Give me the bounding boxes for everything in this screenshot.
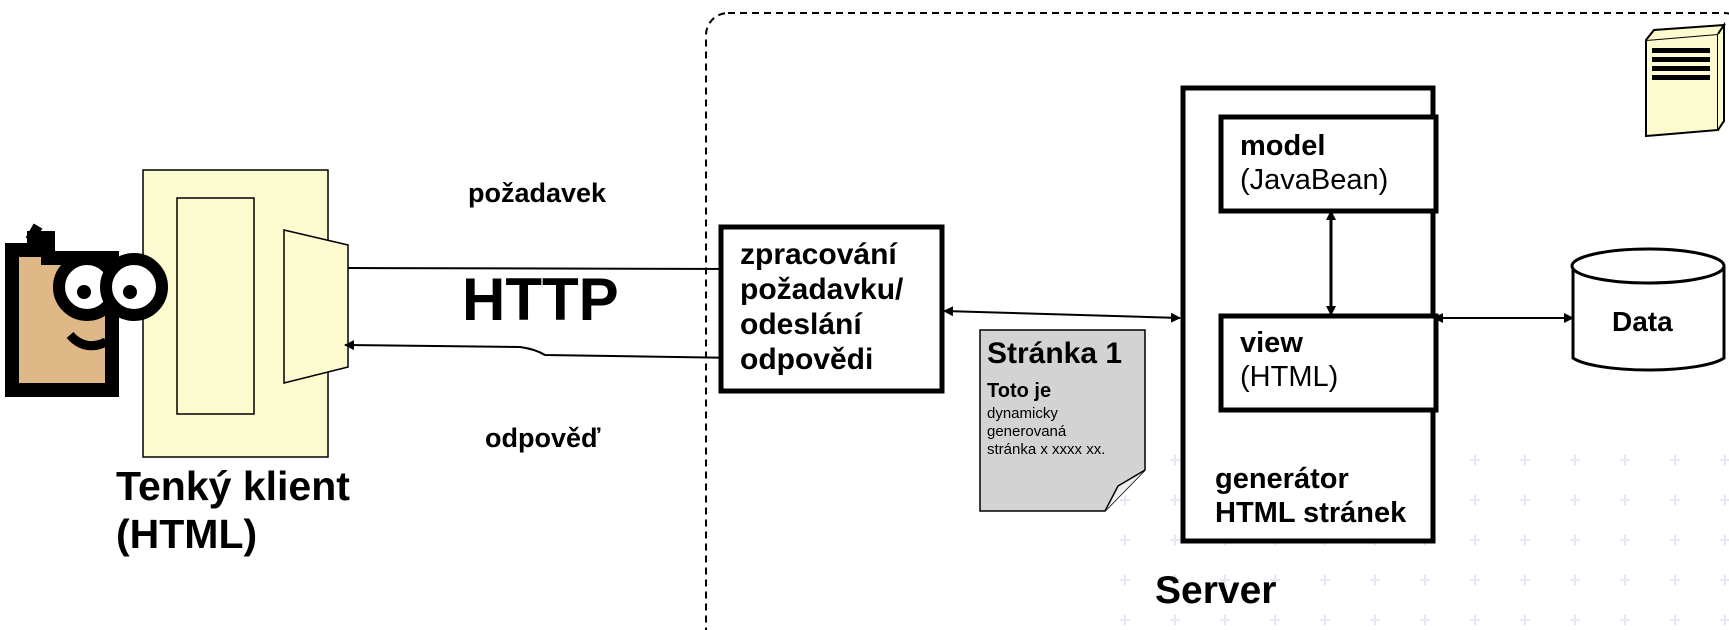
page-doc-line3: stránka x xxxx xx. [987, 441, 1106, 458]
page-document-icon [979, 329, 1146, 512]
generator-line1: generátor [1215, 463, 1349, 495]
controller-line1: zpracování [740, 238, 897, 271]
controller-generator-arrow [943, 306, 1181, 323]
controller-label: zpracování požadavku/ odeslání odpovědi [740, 237, 903, 377]
client-browser-icon [142, 169, 349, 458]
model-label: model (JavaBean) [1240, 129, 1388, 197]
database-label: Data [1612, 306, 1673, 337]
controller-line2: požadavku/ [740, 273, 904, 306]
generator-label: generátor HTML stránek [1215, 462, 1406, 530]
generator-line2: HTML stránek [1215, 497, 1407, 529]
page-doc-title: Stránka 1 [987, 337, 1123, 370]
view-subtitle: (HTML) [1240, 361, 1339, 393]
page-doc-body: dynamicky generovaná stránka x xxxx xx. [987, 405, 1105, 459]
response-arrow [344, 340, 742, 359]
client-label-line1: Tenký klient [116, 463, 350, 509]
database-cylinder [1570, 247, 1726, 372]
page-doc-line1: dynamicky [987, 405, 1058, 422]
page-doc-line2: generovaná [987, 423, 1067, 440]
controller-box [718, 224, 945, 394]
view-label: view (HTML) [1240, 326, 1338, 394]
request-arrow [347, 263, 742, 274]
server-icon [1645, 21, 1726, 138]
model-title: model [1240, 130, 1326, 162]
response-label: odpověď [485, 423, 601, 453]
server-label: Server [1155, 569, 1277, 612]
request-label: požadavek [468, 178, 607, 208]
page-doc-heading: Toto je [987, 380, 1052, 402]
server-boundary [705, 12, 1729, 630]
protocol-label: HTTP [462, 266, 619, 333]
view-box [1218, 313, 1439, 413]
client-label-line2: (HTML) [116, 511, 258, 557]
user-face-icon [5, 223, 168, 397]
controller-line3: odeslání [740, 308, 862, 341]
model-subtitle: (JavaBean) [1240, 164, 1389, 196]
view-title: view [1240, 327, 1303, 359]
controller-line4: odpovědi [740, 343, 874, 376]
